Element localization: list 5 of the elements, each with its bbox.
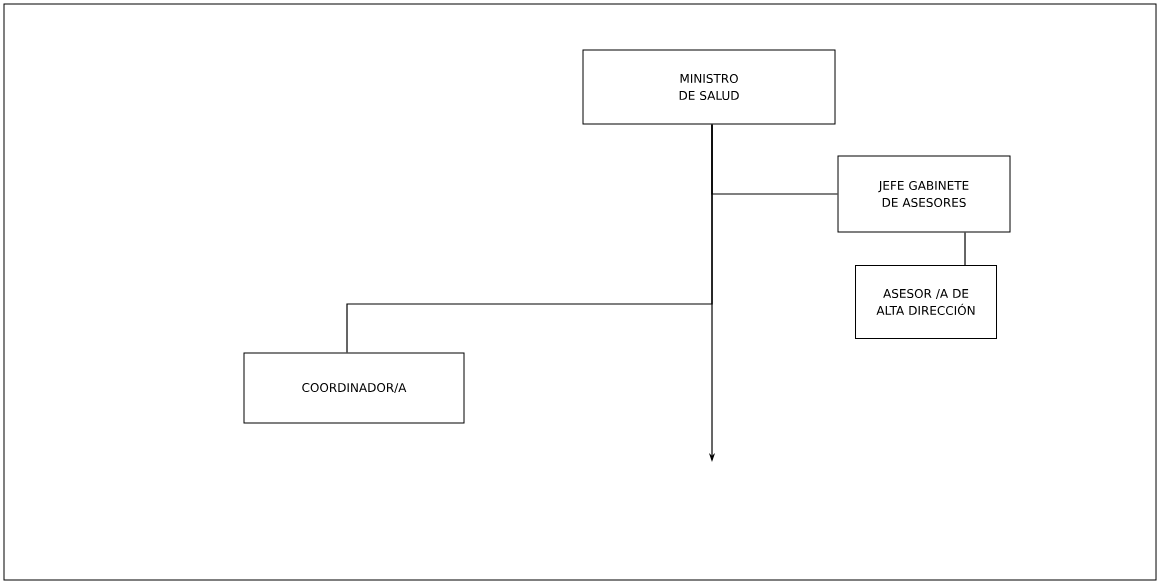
- org-box: COORDINADOR/A: [243, 352, 465, 424]
- org-box: ASESOR /A DE ALTA DIRECCIÓN: [855, 265, 997, 339]
- org-box: MINISTRO DE SALUD: [582, 49, 836, 125]
- connector: [964, 231, 966, 266]
- org-box: JEFE GABINETE DE ASESORES: [837, 155, 1011, 233]
